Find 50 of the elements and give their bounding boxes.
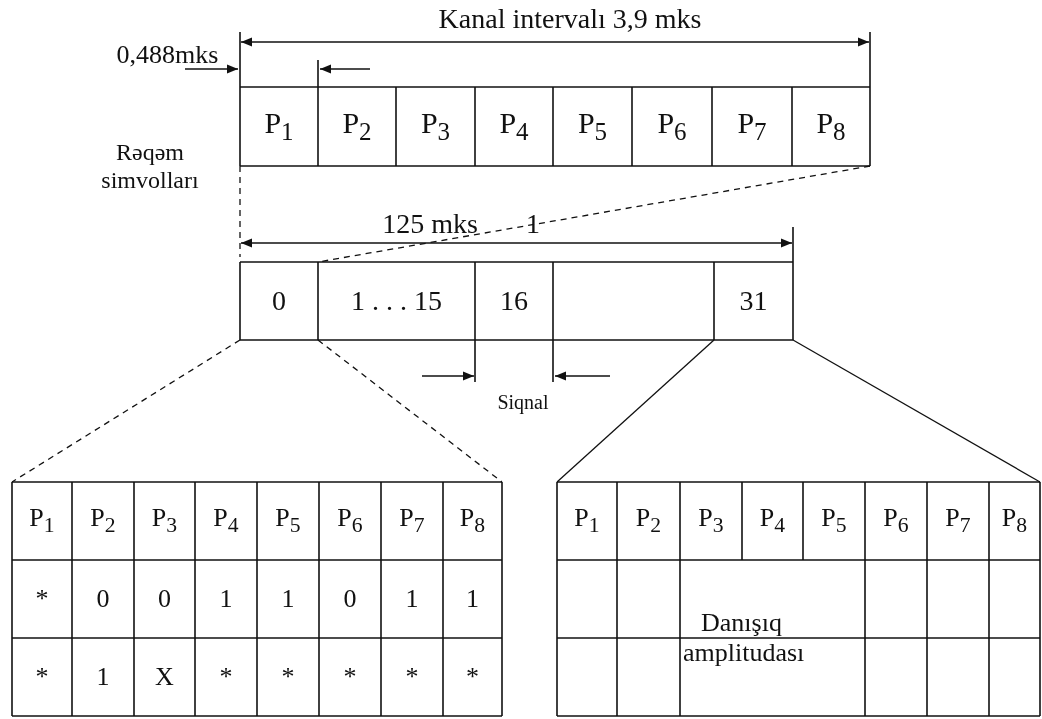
caption-text: Rəqəm simvolları bbox=[100, 139, 200, 195]
bit-name: P$_{4}$ bbox=[759, 503, 786, 539]
bit-name: P$_{5}$ bbox=[577, 106, 608, 147]
bit-name: P$_{6}$ bbox=[657, 106, 687, 147]
bit-name: P$_{3}$ bbox=[151, 503, 178, 539]
bit-value: 0 bbox=[158, 584, 171, 614]
bit-value: 0 bbox=[96, 584, 110, 614]
bit-value: * bbox=[466, 662, 479, 692]
caption-text: Siqnal bbox=[497, 390, 549, 414]
bit-value: * bbox=[405, 662, 419, 692]
bit-value: 1 bbox=[281, 584, 295, 614]
bit-value: 0 bbox=[343, 584, 357, 614]
bit-name: P$_{4}$ bbox=[499, 106, 529, 147]
bit-name: P$_{5}$ bbox=[821, 503, 847, 539]
bit-value: * bbox=[281, 662, 295, 692]
bit-value: * bbox=[35, 584, 49, 614]
slot-number: 31 bbox=[739, 284, 768, 318]
bit-name: P$_{3}$ bbox=[420, 106, 451, 147]
bit-value: * bbox=[343, 662, 357, 692]
bit-name: P$_{1}$ bbox=[29, 503, 55, 539]
bit-name: P$_{8}$ bbox=[459, 503, 486, 539]
bit-name: P$_{1}$ bbox=[264, 106, 294, 147]
bit-name: P$_{6}$ bbox=[337, 503, 363, 539]
bit-name: P$_{8}$ bbox=[1001, 503, 1028, 539]
slot-number: 16 bbox=[500, 284, 528, 318]
bit-name: P$_{2}$ bbox=[635, 503, 662, 539]
bit-value: * bbox=[219, 662, 233, 692]
bit-name: P$_{2}$ bbox=[342, 106, 372, 147]
bit-value: 1 bbox=[466, 584, 479, 614]
bit-name: P$_{5}$ bbox=[275, 503, 301, 539]
interval-label: 1 bbox=[526, 207, 540, 241]
bit-name: P$_{7}$ bbox=[399, 503, 425, 539]
bit-name: P$_{2}$ bbox=[90, 503, 116, 539]
interval-label: 0,488mks bbox=[116, 40, 219, 70]
bit-value: X bbox=[155, 662, 174, 692]
slot-number: 0 bbox=[272, 284, 286, 318]
bit-name: P$_{1}$ bbox=[574, 503, 600, 539]
bit-name: P$_{8}$ bbox=[816, 106, 846, 147]
bit-name: P$_{7}$ bbox=[945, 503, 971, 539]
interval-label: 125 mks bbox=[382, 207, 478, 241]
bit-value: 1 bbox=[405, 584, 419, 614]
bit-name: P$_{7}$ bbox=[737, 106, 767, 147]
interval-label: Kanal intervalı 3,9 mks bbox=[438, 2, 702, 36]
bit-name: P$_{3}$ bbox=[698, 503, 724, 539]
bit-value: 1 bbox=[96, 662, 110, 692]
bit-value: 1 bbox=[219, 584, 233, 614]
bit-value: * bbox=[35, 662, 49, 692]
slot-number: 1 . . . 15 bbox=[351, 284, 442, 318]
bit-name: P$_{4}$ bbox=[213, 503, 239, 539]
bit-name: P$_{6}$ bbox=[883, 503, 909, 539]
